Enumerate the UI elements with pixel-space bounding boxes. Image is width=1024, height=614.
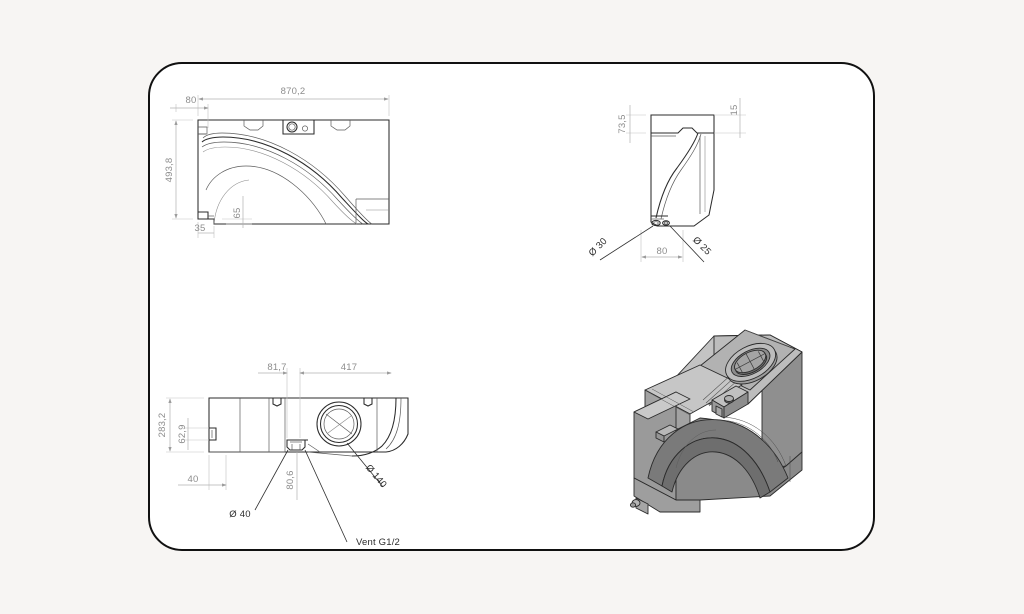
drawing-frame-border [148,62,875,551]
